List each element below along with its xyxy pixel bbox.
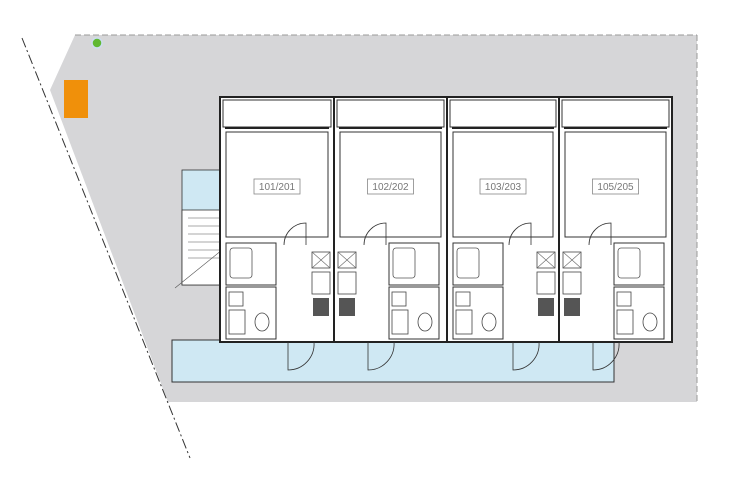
balcony [561, 99, 670, 128]
washer-icon [616, 309, 634, 335]
washer-icon [391, 309, 409, 335]
balcony [222, 99, 332, 128]
bathtub-icon [617, 247, 641, 279]
sink-icon [616, 291, 632, 307]
vent-x [337, 251, 357, 269]
bathtub-icon [392, 247, 416, 279]
unit-label-box [367, 178, 414, 195]
kitchen-sink-icon [562, 271, 582, 295]
toilet-icon [254, 312, 270, 332]
kitchen-sink-icon [536, 271, 556, 295]
unit-2 [333, 96, 448, 371]
tree-icon [91, 37, 103, 49]
staircase [174, 169, 223, 289]
door-swing [283, 222, 307, 246]
toilet-icon [417, 312, 433, 332]
toilet-icon [481, 312, 497, 332]
door-swing [508, 222, 532, 246]
kitchen-sink-icon [337, 271, 357, 295]
toilet-icon [642, 312, 658, 332]
stove-icon [339, 298, 355, 316]
stove-icon [538, 298, 554, 316]
vent-x [562, 251, 582, 269]
stove-icon [313, 298, 329, 316]
unit-label: 105/205 [597, 182, 634, 193]
unit-label: 103/203 [485, 182, 522, 193]
entrance-door [592, 341, 620, 371]
unit-label: 101/201 [259, 182, 296, 193]
orange-marker [64, 80, 88, 118]
sink-icon [455, 291, 471, 307]
unit-1 [219, 96, 335, 371]
entrance-door [512, 341, 540, 371]
entrance-door [287, 341, 315, 371]
washer-icon [455, 309, 473, 335]
door-swing [363, 222, 387, 246]
stove-icon [564, 298, 580, 316]
unit-label: 102/202 [372, 182, 409, 193]
boundary-line [21, 37, 191, 459]
door-swing [588, 222, 612, 246]
vent-x [311, 251, 331, 269]
sink-icon [391, 291, 407, 307]
unit-label-box [479, 178, 527, 195]
entrance-door [367, 341, 395, 371]
vent-x [536, 251, 556, 269]
balcony [336, 99, 445, 128]
corridor [171, 339, 615, 383]
sink-icon [228, 291, 244, 307]
kitchen-sink-icon [311, 271, 331, 295]
unit-3 [446, 96, 560, 371]
unit-4 [558, 96, 673, 371]
bathtub-icon [229, 247, 253, 279]
bathtub-icon [456, 247, 480, 279]
balcony [449, 99, 557, 128]
washer-icon [228, 309, 246, 335]
unit-label-box [592, 178, 639, 195]
unit-label-box [253, 178, 301, 195]
